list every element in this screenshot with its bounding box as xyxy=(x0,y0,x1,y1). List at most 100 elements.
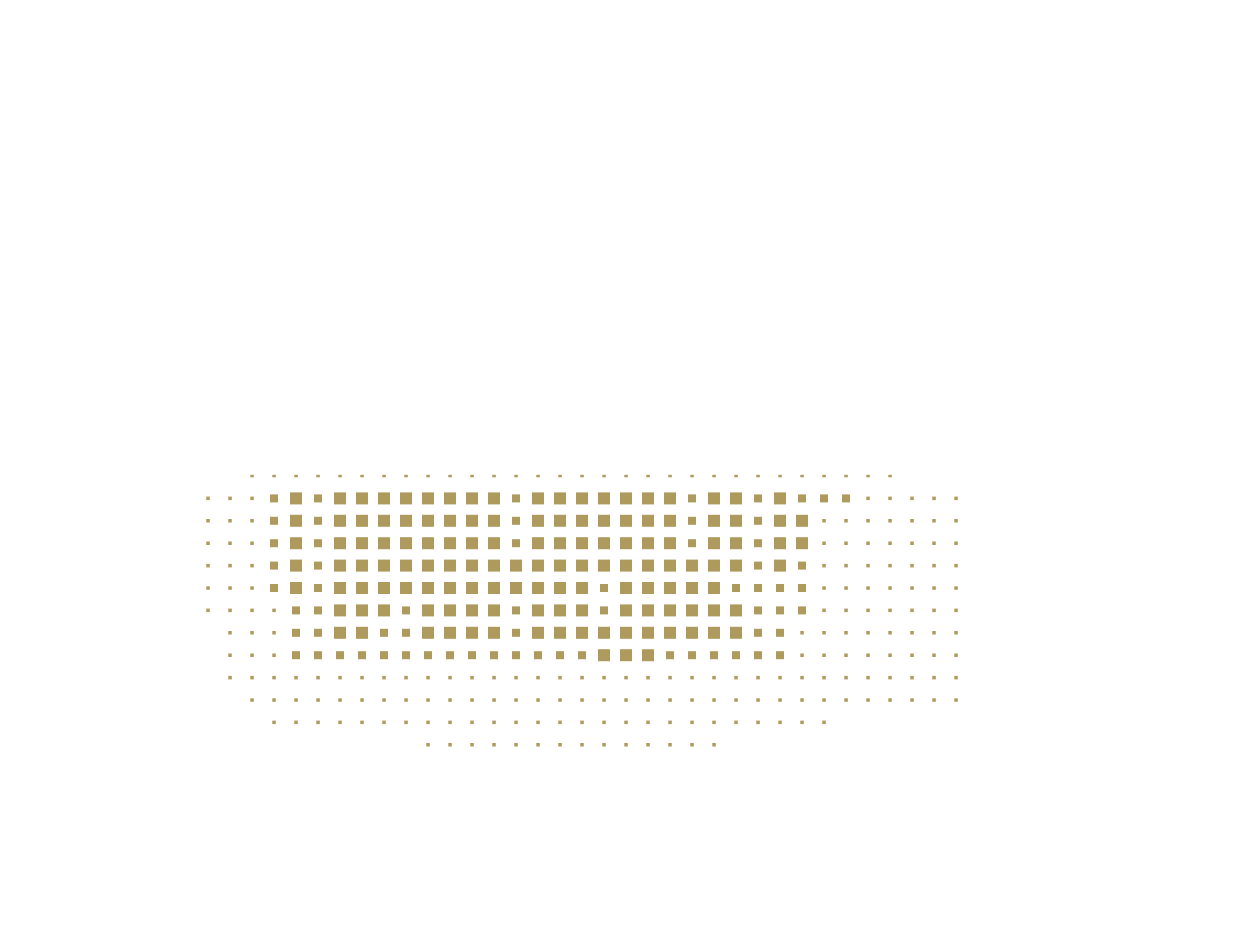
mosaic-square xyxy=(888,496,892,501)
mosaic-square xyxy=(954,698,958,702)
mosaic-square xyxy=(356,537,368,550)
mosaic-square xyxy=(270,584,278,592)
mosaic-square xyxy=(774,537,786,550)
mosaic-square xyxy=(228,541,232,545)
mosaic-square xyxy=(468,651,476,660)
mosaic-square xyxy=(336,651,344,660)
mosaic-square xyxy=(422,492,434,505)
mosaic-square xyxy=(382,675,386,680)
mosaic-square xyxy=(250,675,254,680)
mosaic-square xyxy=(642,514,654,527)
mosaic-square xyxy=(774,559,786,572)
mosaic-square xyxy=(580,698,584,702)
mosaic-square xyxy=(778,675,782,680)
mosaic-square xyxy=(620,514,632,527)
mosaic-square xyxy=(776,606,784,615)
mosaic-square xyxy=(796,514,808,527)
mosaic-square xyxy=(822,608,826,613)
mosaic-square xyxy=(844,519,848,523)
mosaic-square xyxy=(292,606,300,615)
mosaic-square xyxy=(798,494,806,503)
mosaic-square xyxy=(448,698,452,702)
mosaic-square xyxy=(514,474,518,478)
mosaic-square xyxy=(798,606,806,615)
mosaic-square xyxy=(536,720,540,725)
mosaic-square xyxy=(334,514,346,527)
mosaic-square xyxy=(512,606,520,615)
mosaic-square xyxy=(620,492,632,505)
mosaic-square xyxy=(910,675,914,680)
mosaic-square xyxy=(292,651,300,660)
mosaic-square xyxy=(602,675,606,680)
mosaic-square xyxy=(382,698,386,702)
mosaic-square xyxy=(272,474,276,478)
mosaic-square xyxy=(378,514,390,527)
mosaic-square xyxy=(360,474,364,478)
mosaic-square xyxy=(708,559,720,572)
mosaic-square xyxy=(466,492,478,505)
mosaic-square xyxy=(378,582,390,594)
mosaic-square xyxy=(290,492,302,505)
mosaic-square xyxy=(334,582,346,594)
mosaic-square xyxy=(646,743,650,747)
mosaic-square xyxy=(798,584,806,592)
mosaic-square xyxy=(338,474,342,478)
mosaic-square xyxy=(688,516,696,525)
mosaic-square xyxy=(730,514,742,527)
mosaic-square xyxy=(250,698,254,702)
mosaic-square xyxy=(206,519,210,523)
mosaic-square xyxy=(688,539,696,548)
mosaic-square xyxy=(642,559,654,572)
mosaic-square xyxy=(488,492,500,505)
mosaic-square xyxy=(316,675,320,680)
mosaic-square xyxy=(270,539,278,548)
mosaic-square xyxy=(664,582,676,594)
mosaic-square xyxy=(866,675,870,680)
mosaic-square xyxy=(578,651,586,660)
mosaic-square xyxy=(404,720,408,725)
mosaic-square xyxy=(444,582,456,594)
mosaic-square xyxy=(532,626,544,639)
mosaic-square xyxy=(404,474,408,478)
mosaic-square xyxy=(272,631,276,635)
mosaic-square xyxy=(642,582,654,594)
mosaic-square xyxy=(954,675,958,680)
mosaic-square xyxy=(774,514,786,527)
mosaic-square xyxy=(422,604,434,617)
mosaic-square xyxy=(382,474,386,478)
mosaic-square xyxy=(910,586,914,590)
mosaic-square xyxy=(206,541,210,545)
mosaic-square xyxy=(730,492,742,505)
mosaic-square xyxy=(272,675,276,680)
mosaic-square xyxy=(800,474,804,478)
mosaic-square xyxy=(532,537,544,550)
mosaic-square xyxy=(800,698,804,702)
mosaic-square xyxy=(756,720,760,725)
mosaic-square xyxy=(426,720,430,725)
mosaic-square xyxy=(514,698,518,702)
mosaic-square xyxy=(422,626,434,639)
mosaic-square xyxy=(536,474,540,478)
mosaic-square xyxy=(536,698,540,702)
mosaic-square xyxy=(620,559,632,572)
mosaic-square xyxy=(510,582,522,594)
mosaic-square xyxy=(624,720,628,725)
mosaic-square xyxy=(778,474,782,478)
mosaic-square xyxy=(314,651,322,660)
mosaic-square xyxy=(754,539,762,548)
mosaic-square xyxy=(314,539,322,548)
mosaic-square xyxy=(488,582,500,594)
mosaic-square xyxy=(954,631,958,635)
mosaic-square xyxy=(422,582,434,594)
mosaic-square xyxy=(624,675,628,680)
mosaic-square xyxy=(422,514,434,527)
mosaic-square xyxy=(250,631,254,635)
mosaic-square xyxy=(558,675,562,680)
mosaic-square xyxy=(664,626,676,639)
mosaic-square xyxy=(712,675,716,680)
mosaic-square xyxy=(708,626,720,639)
mosaic-square xyxy=(356,559,368,572)
mosaic-square xyxy=(778,698,782,702)
mosaic-square xyxy=(642,649,654,662)
